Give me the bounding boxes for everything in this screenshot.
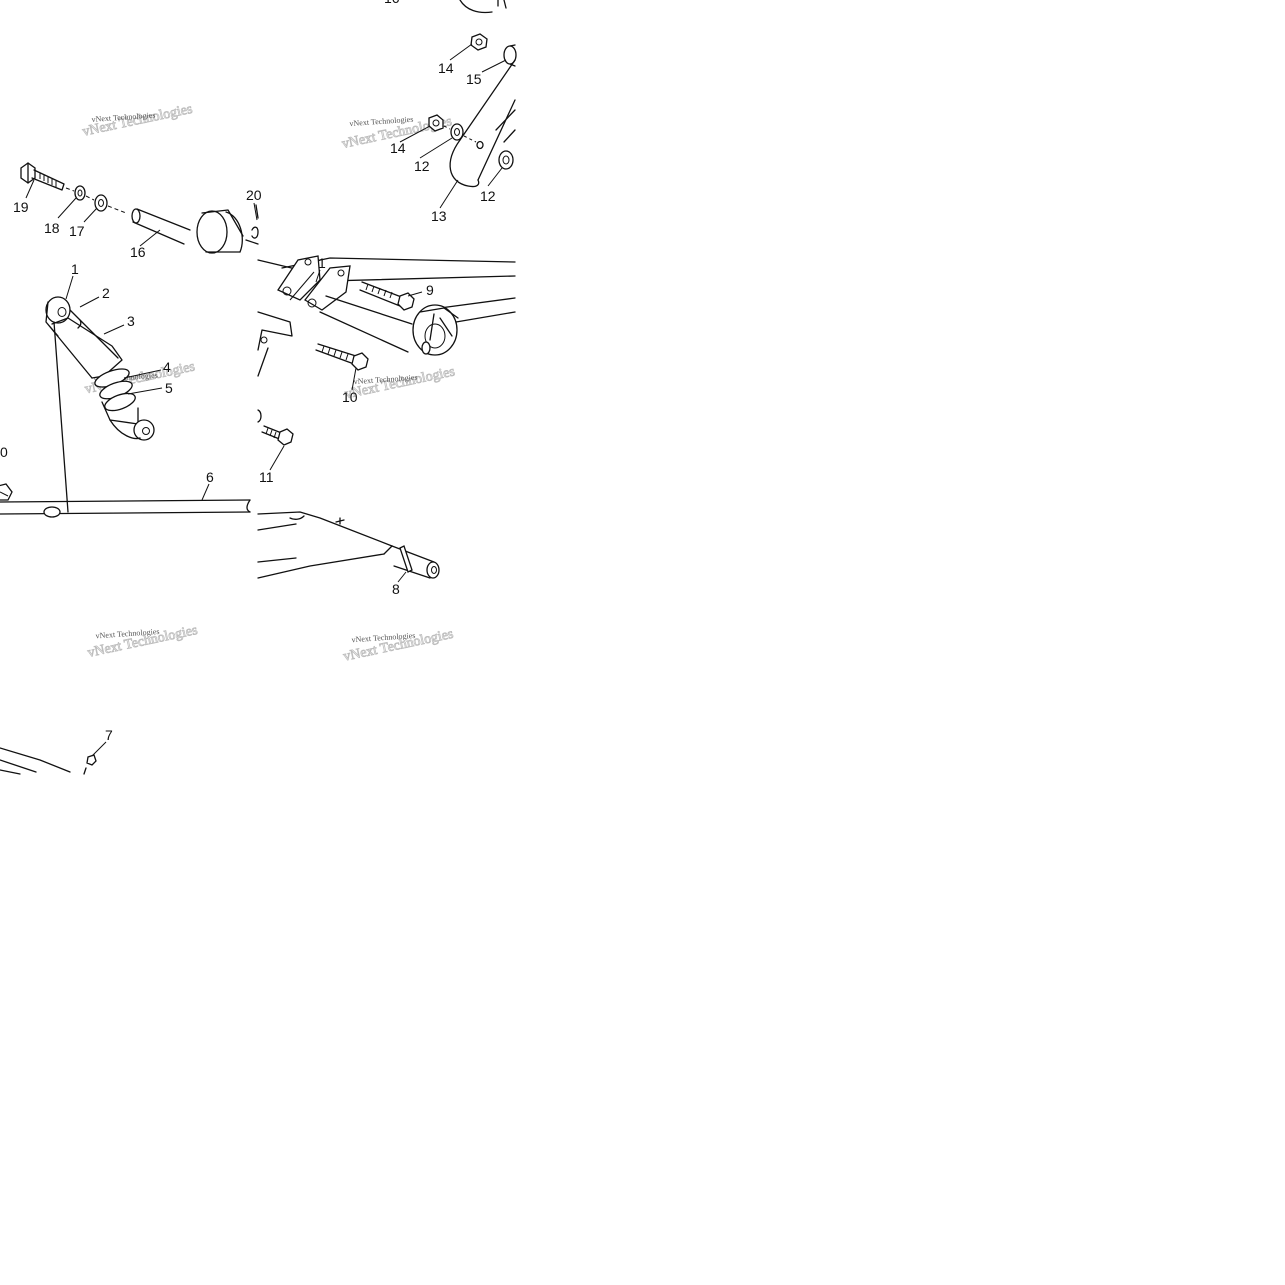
callout-18: 18 xyxy=(44,220,60,236)
callout-2: 2 xyxy=(102,285,110,301)
callout-12-right: 12 xyxy=(480,188,496,204)
callout-7: 7 xyxy=(105,727,113,743)
bracket-right xyxy=(304,265,351,311)
washer-12-right xyxy=(498,150,514,170)
callout-16: 16 xyxy=(130,244,146,260)
callout-5: 5 xyxy=(165,380,173,396)
top-edge-part xyxy=(459,0,507,14)
lower-arm xyxy=(257,511,393,579)
watermark-1: vNext Technologies vNext Technologies xyxy=(81,101,194,140)
callout-13: 13 xyxy=(431,208,447,224)
callout-15: 15 xyxy=(466,71,482,87)
frame-rail-6 xyxy=(0,321,251,518)
bolt-11 xyxy=(261,425,294,446)
watermark-6: vNext Technologies vNext Technologies xyxy=(342,626,455,665)
left-arm-segment xyxy=(257,311,293,423)
callout-1: 1 xyxy=(71,261,79,277)
callout-14-lower: 14 xyxy=(390,140,406,156)
callout-14-upper: 14 xyxy=(438,60,454,76)
watermark-4: vNext Technologies vNext Technologies xyxy=(343,364,456,403)
nut-14-upper xyxy=(470,33,488,51)
callout-4: 4 xyxy=(163,359,171,375)
watermark-text: vNext Technologies xyxy=(95,627,159,640)
callout-12-left: 12 xyxy=(414,158,430,174)
watermark-text: vNext Technologies xyxy=(351,631,415,644)
shaft-16 xyxy=(131,208,244,254)
callout-9: 9 xyxy=(426,282,434,298)
callout-10-edge: 0 xyxy=(0,444,8,460)
pivot-tube xyxy=(319,295,459,356)
lower-left-frame xyxy=(0,747,87,775)
callout-3: 3 xyxy=(127,313,135,329)
callout-8: 8 xyxy=(392,581,400,597)
callout-11: 11 xyxy=(259,469,274,485)
watermark-text: vNext Technologies xyxy=(353,373,417,386)
bolt-10 xyxy=(315,343,369,371)
callout-numbers: 1 2 3 4 5 6 7 8 9 10 0 11 12 12 13 14 14… xyxy=(0,0,496,743)
bracket-left xyxy=(277,255,321,301)
callout-10: 10 xyxy=(342,389,358,405)
callout-17: 17 xyxy=(69,223,85,239)
washer-17 xyxy=(94,194,108,212)
watermark-text: vNext Technologies xyxy=(349,115,413,128)
callout-20: 20 xyxy=(246,187,262,203)
shock-absorber xyxy=(45,296,155,441)
callout-top-edge: 16 xyxy=(384,0,400,6)
linkage-arm-13 xyxy=(449,59,516,188)
shaft-8 xyxy=(391,545,440,579)
leader-lines xyxy=(25,43,507,757)
washer-12-left xyxy=(450,123,464,141)
callout-21: 1 xyxy=(318,255,326,271)
watermark-text: vNext Technologies xyxy=(91,111,155,124)
bushing-15 xyxy=(503,44,517,67)
edge-part-20 xyxy=(245,204,259,245)
callout-6: 6 xyxy=(206,469,214,485)
washer-18 xyxy=(74,185,86,201)
bolt-19 xyxy=(20,162,65,191)
watermark-5: vNext Technologies vNext Technologies xyxy=(86,623,199,662)
callout-19: 19 xyxy=(13,199,29,215)
fastener-7 xyxy=(86,754,97,766)
bolt-9 xyxy=(359,281,415,311)
